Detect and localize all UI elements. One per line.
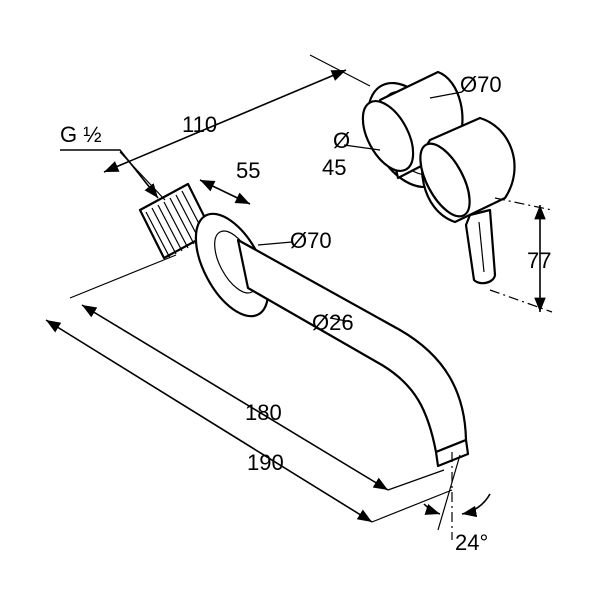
mixer-body [361, 70, 516, 285]
dimension-lines [45, 54, 553, 540]
dimension-45: 45 [322, 155, 346, 180]
dimension-190: 190 [247, 450, 284, 475]
dimension-180: 180 [245, 400, 282, 425]
dimension-angle-24: 24° [455, 530, 488, 555]
dimension-diameter-70-spout: Ø70 [290, 228, 332, 253]
dimension-77: 77 [527, 248, 551, 273]
dimension-110: 110 [182, 112, 217, 137]
dimension-55: 55 [236, 158, 260, 183]
dimension-diameter-26: Ø26 [312, 310, 354, 335]
dimension-diameter-70-top: Ø70 [460, 72, 502, 97]
thread-label: G ½ [60, 122, 102, 147]
spout-assembly [138, 182, 470, 468]
dimension-diameter-symbol: Ø [333, 128, 350, 153]
